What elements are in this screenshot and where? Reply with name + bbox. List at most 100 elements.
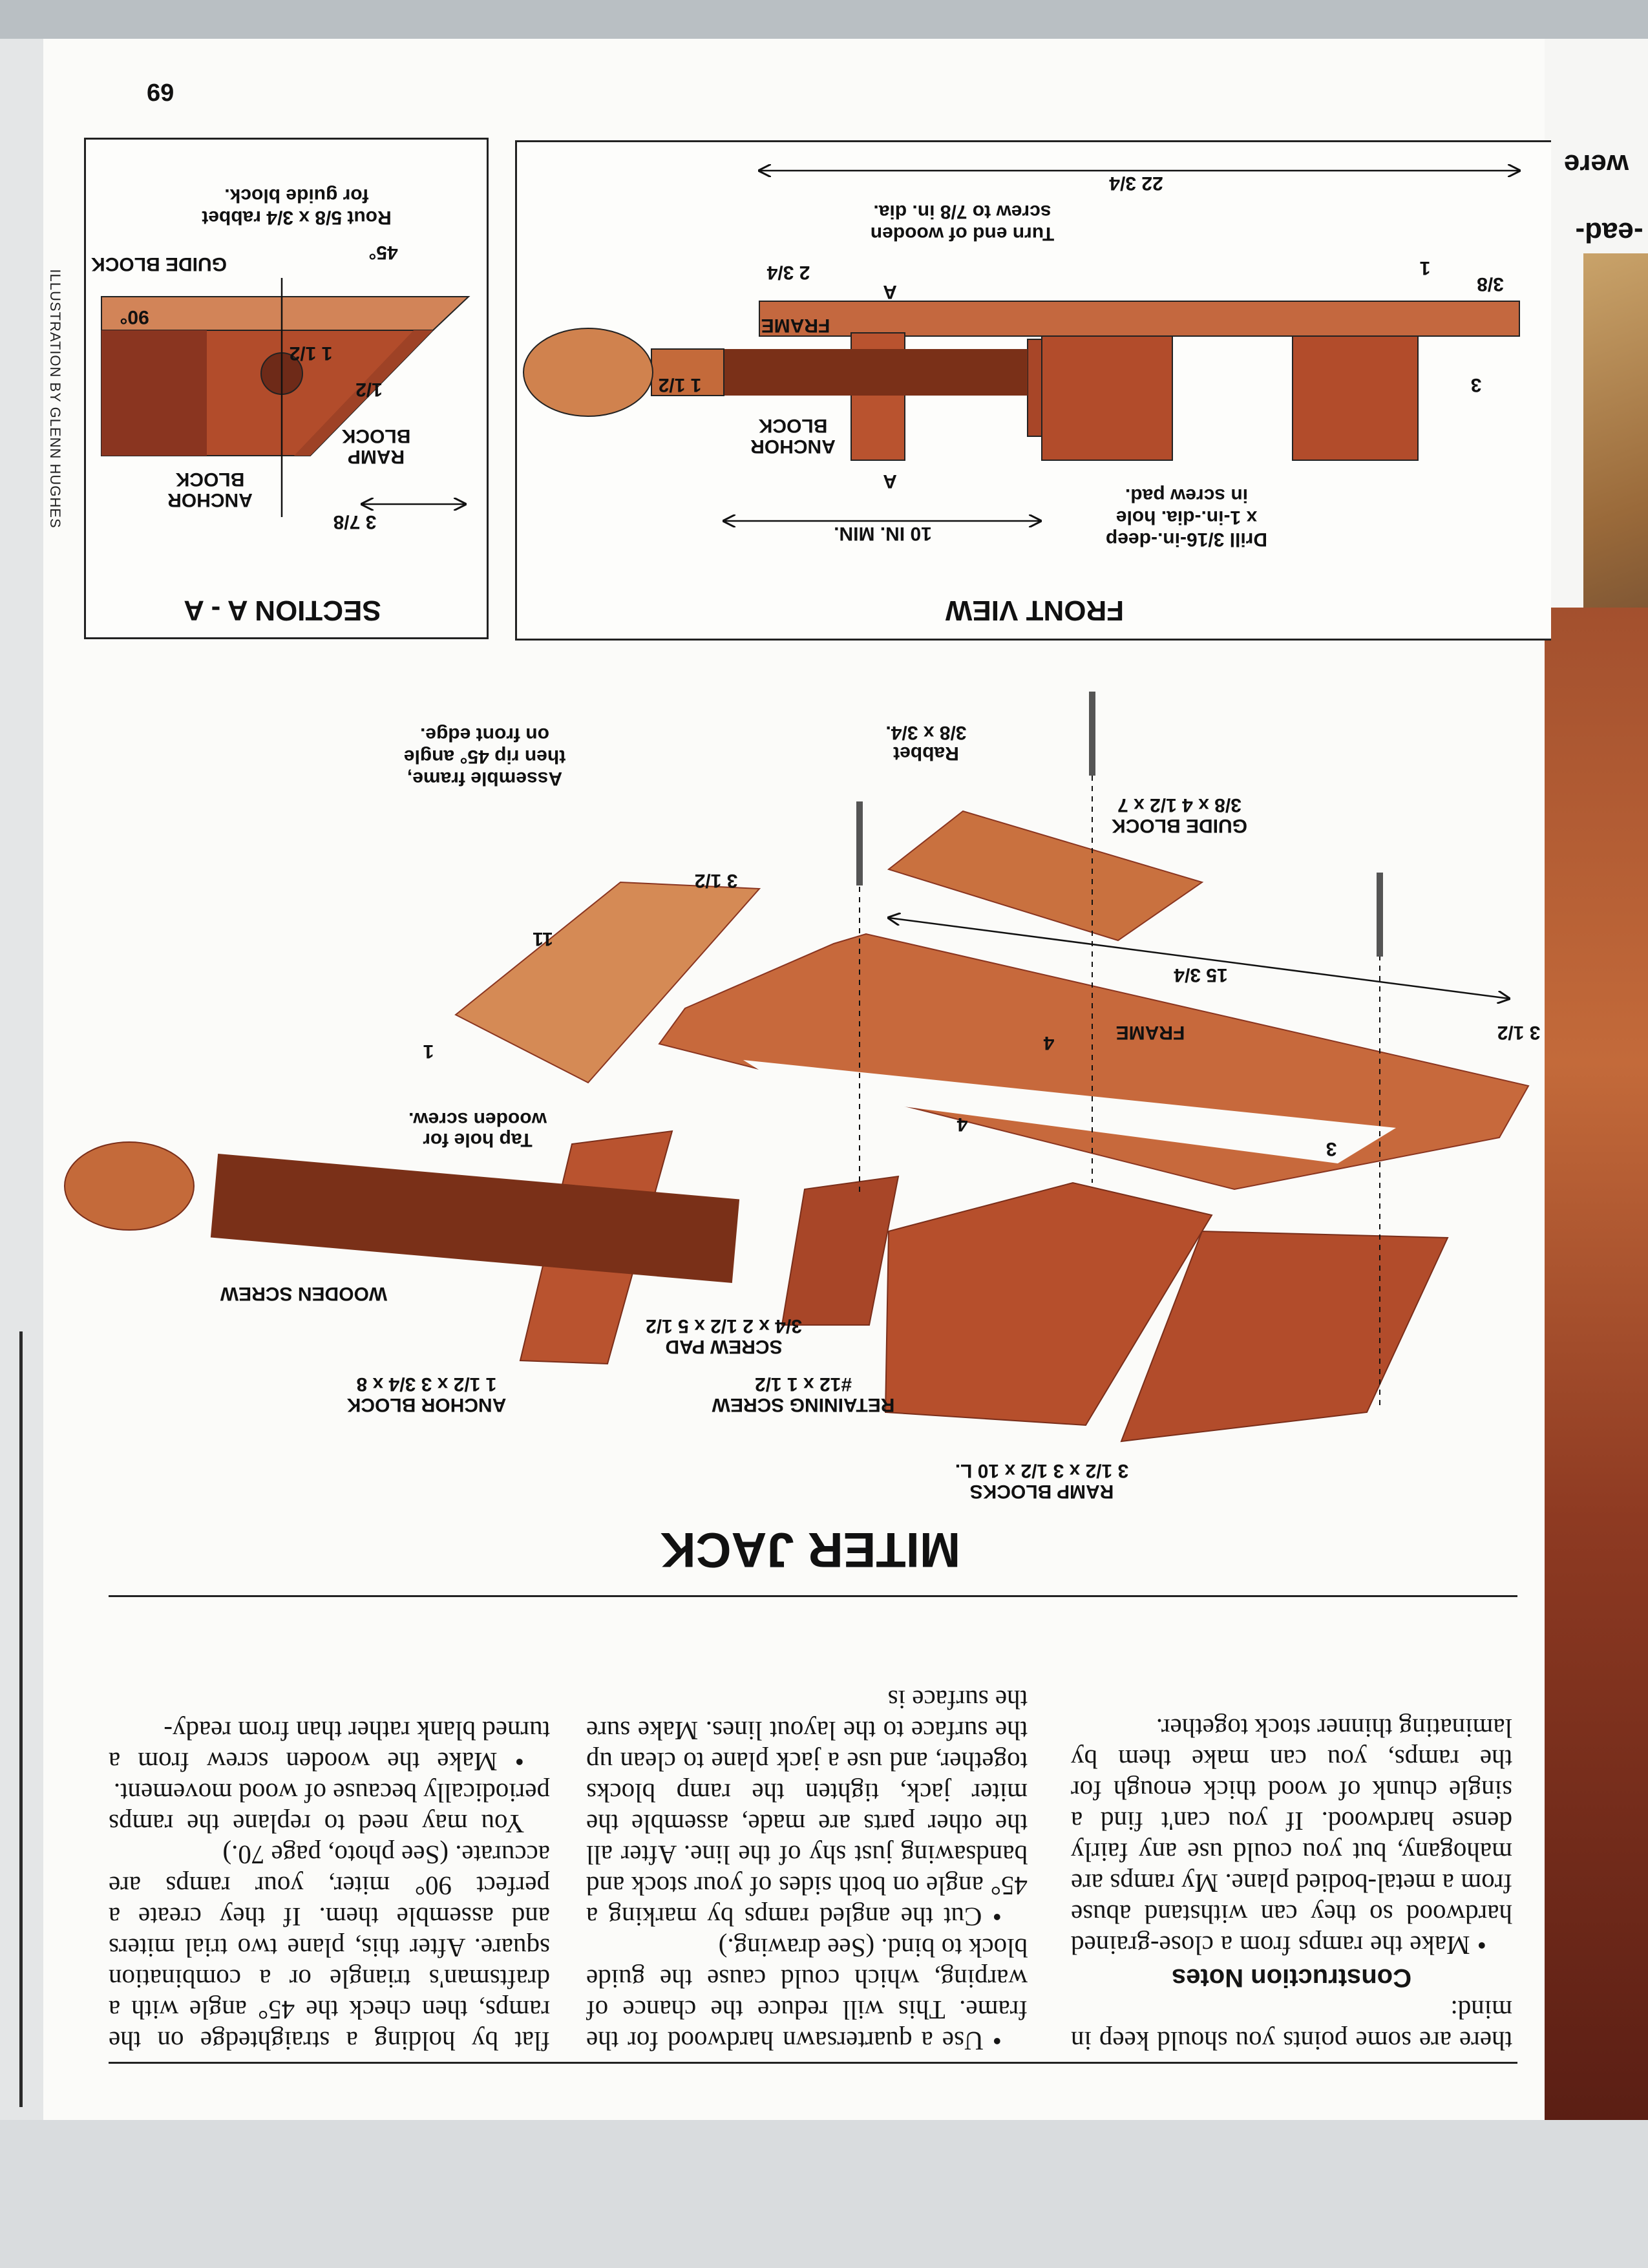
section-dark-region bbox=[101, 330, 207, 456]
screw-pad-label: 3/4 x 2 1/2 x 5 1/2 bbox=[646, 1315, 802, 1337]
drill-note: x 1-in.-dia. hole bbox=[1116, 507, 1257, 528]
assemble-note: Assemble frame, bbox=[407, 768, 562, 789]
anchor-block-label: ANCHOR BLOCK bbox=[346, 1394, 506, 1415]
turn-note: Turn end of wooden bbox=[871, 223, 1054, 244]
angle-45-label: 45° bbox=[368, 242, 397, 263]
page-gutter bbox=[0, 39, 45, 2120]
overall-length-label: 22 3/4 bbox=[1109, 173, 1163, 194]
bottom-divider bbox=[109, 2062, 1517, 2064]
exploded-ramp-block bbox=[884, 1182, 1213, 1426]
paragraph: • Make the wooden screw from a turned bl… bbox=[109, 1716, 550, 1777]
ramp-blocks-label: RAMP BLOCKS bbox=[970, 1481, 1114, 1502]
anchor-block-label: ANCHOR bbox=[167, 489, 253, 511]
dimension-label: 3 bbox=[1326, 1138, 1337, 1160]
section-mark: A bbox=[883, 471, 897, 492]
wooden-screw-label: WOODEN SCREW bbox=[220, 1283, 387, 1304]
front-handle bbox=[523, 328, 653, 417]
retaining-screw-label: #12 x 1 1/2 bbox=[755, 1373, 852, 1395]
dimension-label: 11 bbox=[533, 928, 553, 949]
exploded-screw-pad bbox=[781, 1175, 900, 1326]
text-column-1: there are some points you should keep in… bbox=[1071, 1604, 1512, 2057]
facing-page-text: -ead- bbox=[1575, 217, 1643, 248]
tap-note: Tap hole for bbox=[423, 1129, 533, 1150]
front-ramp-block bbox=[1041, 335, 1173, 461]
section-view-title: SECTION A - A bbox=[184, 595, 381, 626]
dimension-label: 1 1/2 bbox=[290, 343, 333, 364]
rabbet-note: for guide block. bbox=[224, 185, 368, 206]
scanner-top-edge bbox=[0, 0, 1648, 39]
text-column-3: flat by holding a straightedge on the ra… bbox=[109, 1604, 550, 2057]
paragraph: • Make the ramps from a close-grained ha… bbox=[1071, 1713, 1512, 1960]
exploded-view-drawing bbox=[64, 692, 1530, 1443]
front-screw-pad bbox=[1027, 339, 1042, 437]
dimension-label: 3/8 bbox=[1477, 273, 1504, 295]
exploded-handle bbox=[64, 1141, 195, 1231]
dimension-label: 3 bbox=[1471, 374, 1482, 396]
dimension-label: 2 3/4 bbox=[766, 262, 810, 283]
front-ramp-block bbox=[1292, 335, 1419, 461]
exploded-wooden-screw bbox=[210, 1153, 740, 1284]
turn-note: screw to 7/8 in. dia. bbox=[873, 201, 1051, 222]
anchor-block-label: 1 1/2 x 3 3/4 x 8 bbox=[357, 1373, 497, 1395]
anchor-block-label: BLOCK bbox=[758, 415, 827, 436]
dimension-label: 1 bbox=[423, 1041, 434, 1062]
guide-block-label: GUIDE BLOCK bbox=[91, 253, 227, 275]
section-a-a-drawing bbox=[101, 278, 470, 517]
front-wooden-screw-thread bbox=[724, 349, 1028, 396]
ramp-blocks-label: 3 1/2 x 3 1/2 x 10 L. bbox=[955, 1460, 1129, 1481]
scanner-bottom-edge bbox=[0, 2120, 1648, 2268]
front-view-title: FRONT VIEW bbox=[945, 595, 1124, 626]
exploded-frame-opening bbox=[743, 1060, 1396, 1163]
illustration-credit: ILLUSTRATION BY GLENN HUGHES bbox=[47, 269, 63, 529]
front-frame bbox=[759, 301, 1520, 337]
front-view-drawing bbox=[523, 171, 1519, 521]
binding-edge bbox=[19, 1331, 23, 2107]
screw-pad-label: SCREW PAD bbox=[665, 1336, 782, 1357]
rabbet-label: Rabbet bbox=[893, 743, 959, 764]
exploded-frame-end-piece bbox=[454, 881, 761, 1084]
rabbet-note: Rout 5/8 x 3/4 rabbet bbox=[202, 207, 391, 228]
assemble-note: then rip 45° angle bbox=[404, 746, 565, 767]
construction-notes-heading: Construction Notes bbox=[1171, 1964, 1412, 1992]
section-ramp-block bbox=[294, 330, 433, 456]
retaining-screw-label: RETAINING SCREW bbox=[712, 1394, 894, 1415]
min-length-label: 10 IN. MIN. bbox=[834, 523, 932, 544]
frame-label: FRAME bbox=[761, 315, 830, 336]
rabbet-label: 3/8 x 3/4. bbox=[885, 722, 966, 743]
dimension-label: 4 bbox=[1043, 1032, 1054, 1054]
drill-note: in screw pad. bbox=[1125, 485, 1248, 506]
exploded-frame bbox=[658, 933, 1530, 1191]
guide-block-label: GUIDE BLOCK bbox=[1112, 815, 1247, 836]
dimension-label: 4 bbox=[956, 1114, 967, 1135]
dimension-label: 3 1/2 bbox=[695, 870, 738, 891]
drill-note: Drill 3/16-in.-deep bbox=[1106, 529, 1267, 550]
section-guide-block bbox=[101, 296, 470, 331]
facing-page-text: were bbox=[1564, 149, 1629, 180]
front-screw-collar bbox=[651, 348, 724, 396]
assemble-note: on front edge. bbox=[420, 724, 549, 745]
paragraph: flat by holding a straightedge on the ra… bbox=[109, 1840, 550, 2056]
dimension-label: 15 3/4 bbox=[1174, 964, 1228, 986]
dimension-label: 1 bbox=[1420, 257, 1431, 279]
exploded-ramp-block bbox=[1120, 1230, 1449, 1443]
guide-block-label: 3/8 x 4 1/2 x 7 bbox=[1117, 794, 1241, 816]
dimension-label: 1 1/2 bbox=[659, 374, 702, 396]
intro-text: there are some points you should keep in… bbox=[1071, 1995, 1512, 2056]
section-mark: A bbox=[883, 281, 897, 302]
ramp-block-label: BLOCK bbox=[341, 425, 410, 447]
angle-90-label: 90° bbox=[120, 306, 149, 328]
top-divider bbox=[109, 1595, 1517, 1597]
article-title: MITER JACK bbox=[660, 1522, 961, 1577]
paragraph: • Use a quartersawn hardwood for the fra… bbox=[586, 1933, 1028, 2056]
ramp-block-label: RAMP bbox=[348, 446, 405, 467]
dimension-label: 3 7/8 bbox=[333, 511, 377, 533]
paragraph: You may need to replane the ramps period… bbox=[109, 1778, 550, 1839]
anchor-block-label: BLOCK bbox=[175, 469, 244, 490]
dimension-label: 1/2 bbox=[355, 379, 383, 400]
paragraph: • Cut the angled ramps by marking a 45° … bbox=[586, 1685, 1028, 1932]
anchor-block-label: ANCHOR bbox=[750, 436, 836, 457]
text-column-2: • Use a quartersawn hardwood for the fra… bbox=[586, 1604, 1028, 2057]
frame-label: FRAME bbox=[1116, 1022, 1185, 1043]
facing-page-wood-photo bbox=[1545, 608, 1648, 2126]
